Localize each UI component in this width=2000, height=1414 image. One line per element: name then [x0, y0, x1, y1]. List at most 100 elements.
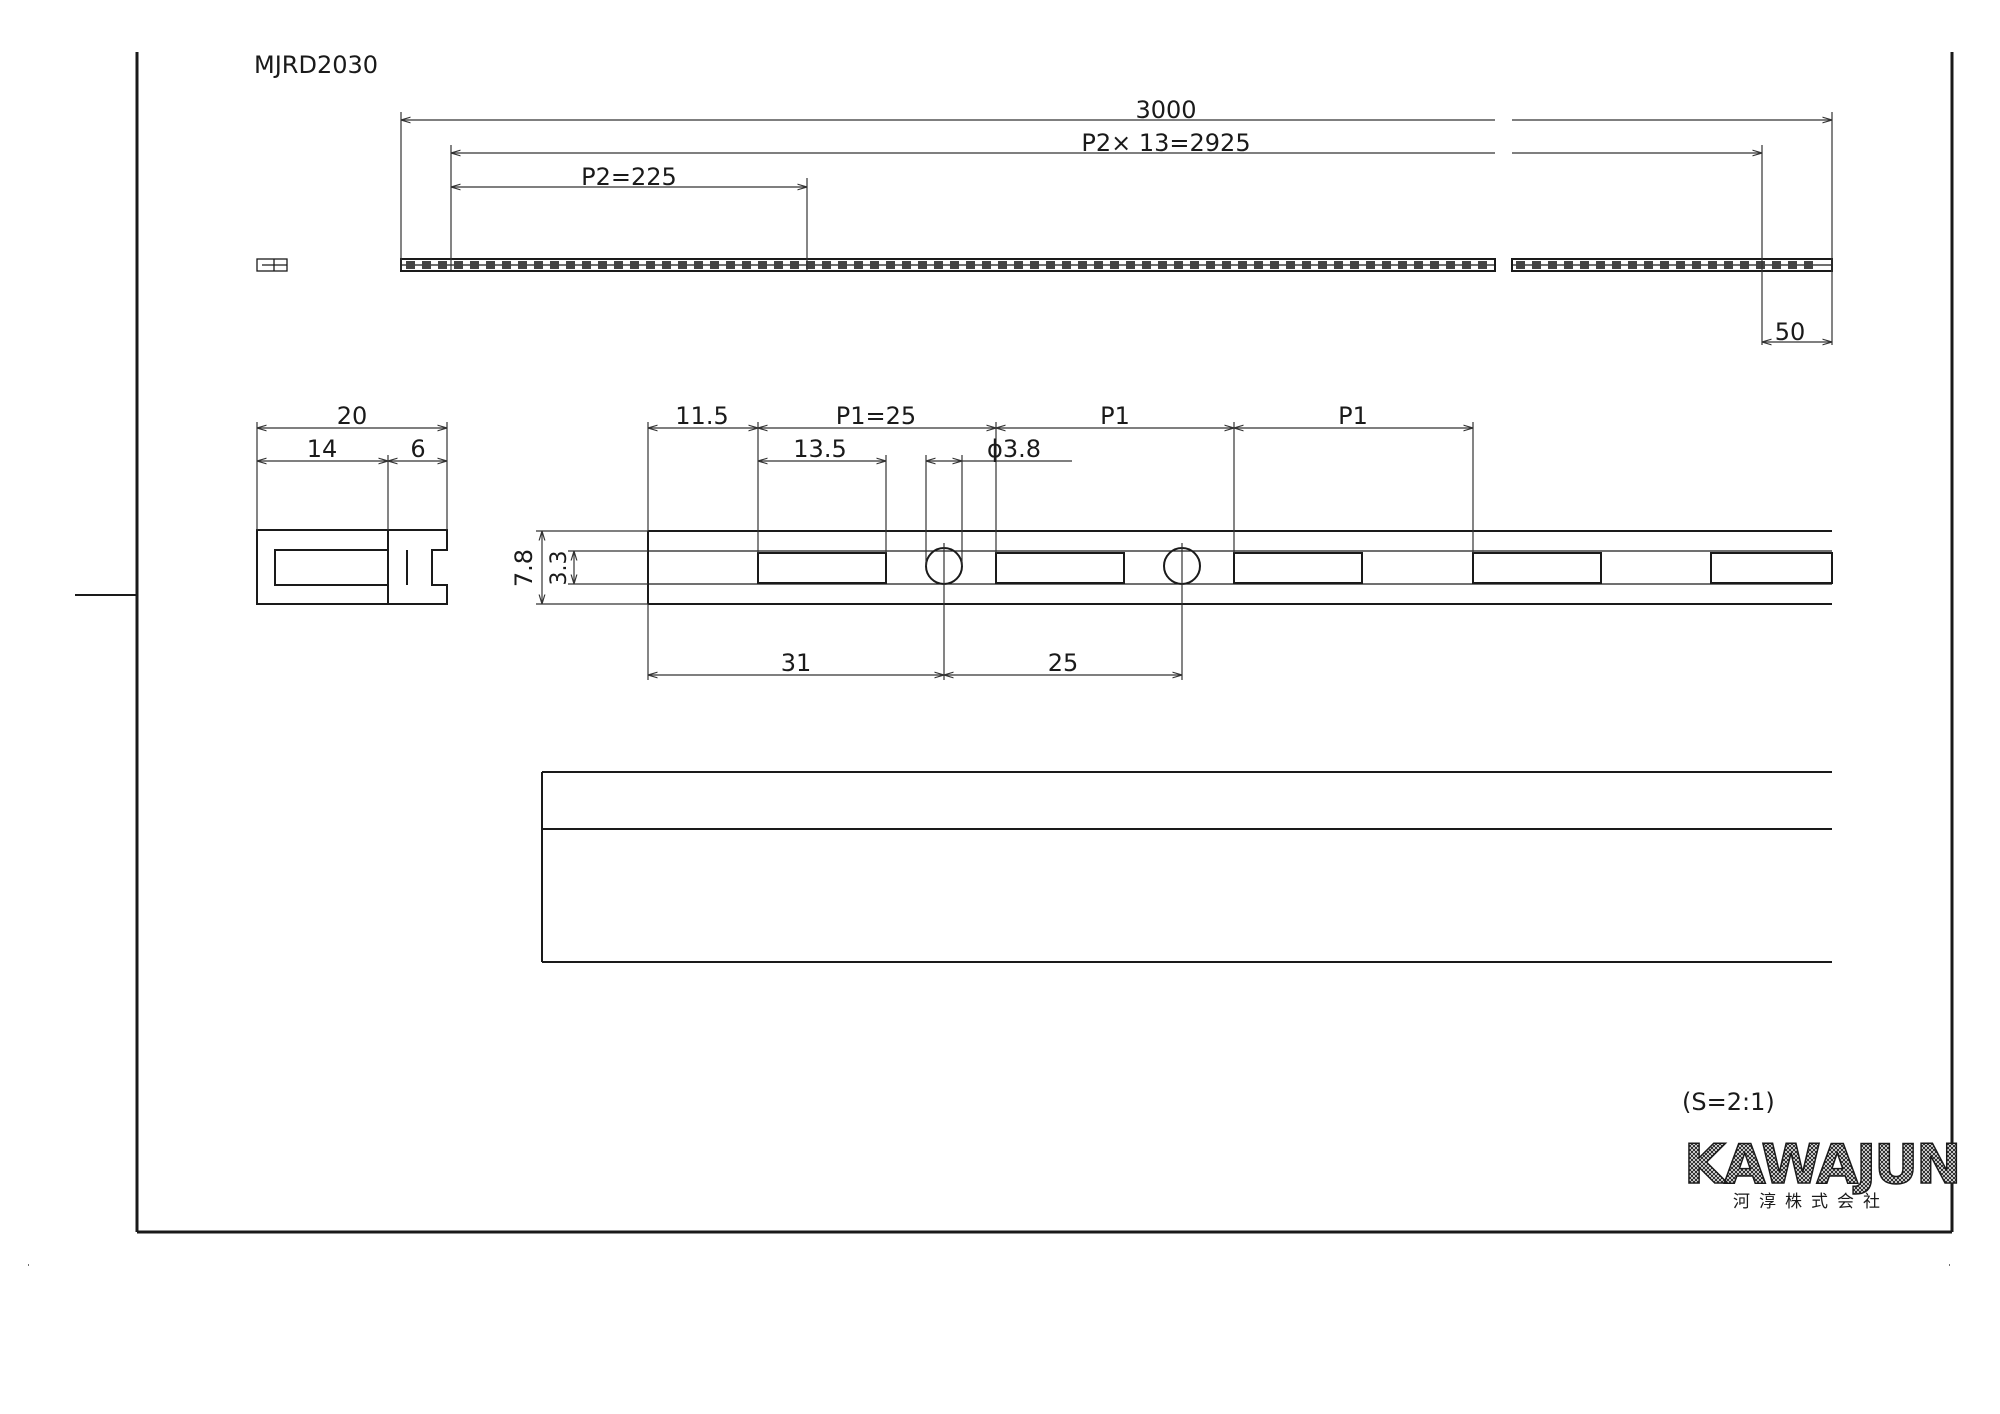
slot [1472, 552, 1602, 584]
end-profile-icon [256, 258, 288, 272]
rail-slot-mark [886, 261, 895, 269]
rail-slot-mark [982, 261, 991, 269]
rail-slot-mark [1110, 261, 1119, 269]
dim-slot-length: 13.5 [793, 435, 846, 463]
rail-slot-mark [838, 261, 847, 269]
rail-slot-mark [1564, 261, 1573, 269]
model-number: MJRD2030 [254, 51, 378, 79]
rail-slot-mark [1014, 261, 1023, 269]
rail-slot-mark [1596, 261, 1605, 269]
rail-slot-mark [822, 261, 831, 269]
slot [757, 552, 887, 584]
scale-label: (S=2:1) [1682, 1088, 1775, 1116]
cross-section-view: 20 14 6 [256, 402, 448, 605]
rail-slot-mark [1030, 261, 1039, 269]
rail-slot-mark [1302, 261, 1311, 269]
rail-slot-mark [1756, 261, 1765, 269]
rail-slot-mark [1548, 261, 1557, 269]
rail-slot-mark [582, 261, 591, 269]
dim-pitch-total: P2× 13=2925 [1081, 129, 1250, 157]
rail-slot-mark [966, 261, 975, 269]
rail-slot-mark [1446, 261, 1455, 269]
dim-hole-diameter: ϕ3.8 [987, 435, 1041, 463]
dim-slot-height: 3.3 [547, 551, 572, 586]
rail-slot-mark [614, 261, 623, 269]
rail-slot-mark [1190, 261, 1199, 269]
rail-slot-mark [1612, 261, 1621, 269]
rail-slot-mark [1094, 261, 1103, 269]
rail-slot-mark [406, 261, 415, 269]
rail-slot-mark [854, 261, 863, 269]
rail-slot-mark [486, 261, 495, 269]
dim-width: 20 [337, 402, 368, 430]
rail-slot-mark [1350, 261, 1359, 269]
rail-slots [406, 261, 1813, 269]
rail-slot-mark [1238, 261, 1247, 269]
rail-slot-mark [1430, 261, 1439, 269]
rail-slot-mark [1414, 261, 1423, 269]
rail-slot-mark [726, 261, 735, 269]
rail-slot-mark [1724, 261, 1733, 269]
rail-slot-mark [1628, 261, 1637, 269]
rail-slot-mark [1078, 261, 1087, 269]
rail-slot-mark [1254, 261, 1263, 269]
rail-slot-mark [1676, 261, 1685, 269]
rail-slot-mark [1158, 261, 1167, 269]
rail-slot-mark [1462, 261, 1471, 269]
rail-slot-mark [566, 261, 575, 269]
rail-slot-mark [1478, 261, 1487, 269]
rail-slot-mark [934, 261, 943, 269]
rail-slot-mark [534, 261, 543, 269]
rail-slot-mark [1286, 261, 1295, 269]
rail-slot-mark [774, 261, 783, 269]
dim-pitch-third: P1 [1338, 402, 1368, 430]
rail-slot-mark [1708, 261, 1717, 269]
rail-slot-mark [998, 261, 1007, 269]
slot [1233, 552, 1363, 584]
rail-slot-mark [1740, 261, 1749, 269]
rail-slot-mark [694, 261, 703, 269]
rail-slot-mark [1046, 261, 1055, 269]
rail-slot-mark [1382, 261, 1391, 269]
rail-slot-mark [1398, 261, 1407, 269]
rail-slot-mark [1516, 261, 1525, 269]
rail-slot-mark [1788, 261, 1797, 269]
brand-name: KAWAJUN [1684, 1133, 1959, 1196]
dim-hole-pitch: 25 [1048, 649, 1079, 677]
rail-slot-mark [918, 261, 927, 269]
slot [995, 552, 1125, 584]
rail-slot-mark [598, 261, 607, 269]
dim-end-offset: 50 [1775, 318, 1806, 346]
rail-slot-mark [902, 261, 911, 269]
dim-inner-width: 14 [307, 435, 338, 463]
rail-slot-mark [1772, 261, 1781, 269]
brand-subtitle: 河淳株式会社 [1733, 1192, 1889, 1212]
rail-slot-mark [790, 261, 799, 269]
rail-slot-mark [662, 261, 671, 269]
rail-slot-mark [1126, 261, 1135, 269]
rail-slot-mark [1692, 261, 1701, 269]
rail-slot-mark [550, 261, 559, 269]
rail-slot-mark [710, 261, 719, 269]
rail-slot-mark [438, 261, 447, 269]
dim-total-length: 3000 [1135, 96, 1196, 124]
dim-lip-width: 6 [410, 435, 425, 463]
rail-slot-mark [1366, 261, 1375, 269]
rail-slot-mark [1334, 261, 1343, 269]
rail-slot-mark [454, 261, 463, 269]
detail-view: 11.5 P1=25 P1 P1 13.5 ϕ3.8 7.8 3.3 31 25 [510, 402, 1833, 680]
rail-slot-mark [758, 261, 767, 269]
rail-slot-mark [518, 261, 527, 269]
rail-slot-mark [1580, 261, 1589, 269]
dim-pitch-first: P1=25 [836, 402, 916, 430]
rail-slot-mark [630, 261, 639, 269]
rail-slot-mark [1222, 261, 1231, 269]
rail-slot-mark [1270, 261, 1279, 269]
rail-slot-mark [950, 261, 959, 269]
top-view-rail: 3000 P2× 13=2925 P2=225 50 [256, 96, 1833, 346]
dim-hole-offset: 31 [781, 649, 812, 677]
rail-slot-mark [806, 261, 815, 269]
rail-slot-mark [1532, 261, 1541, 269]
rail-slot-mark [870, 261, 879, 269]
rail-slot-mark [1660, 261, 1669, 269]
